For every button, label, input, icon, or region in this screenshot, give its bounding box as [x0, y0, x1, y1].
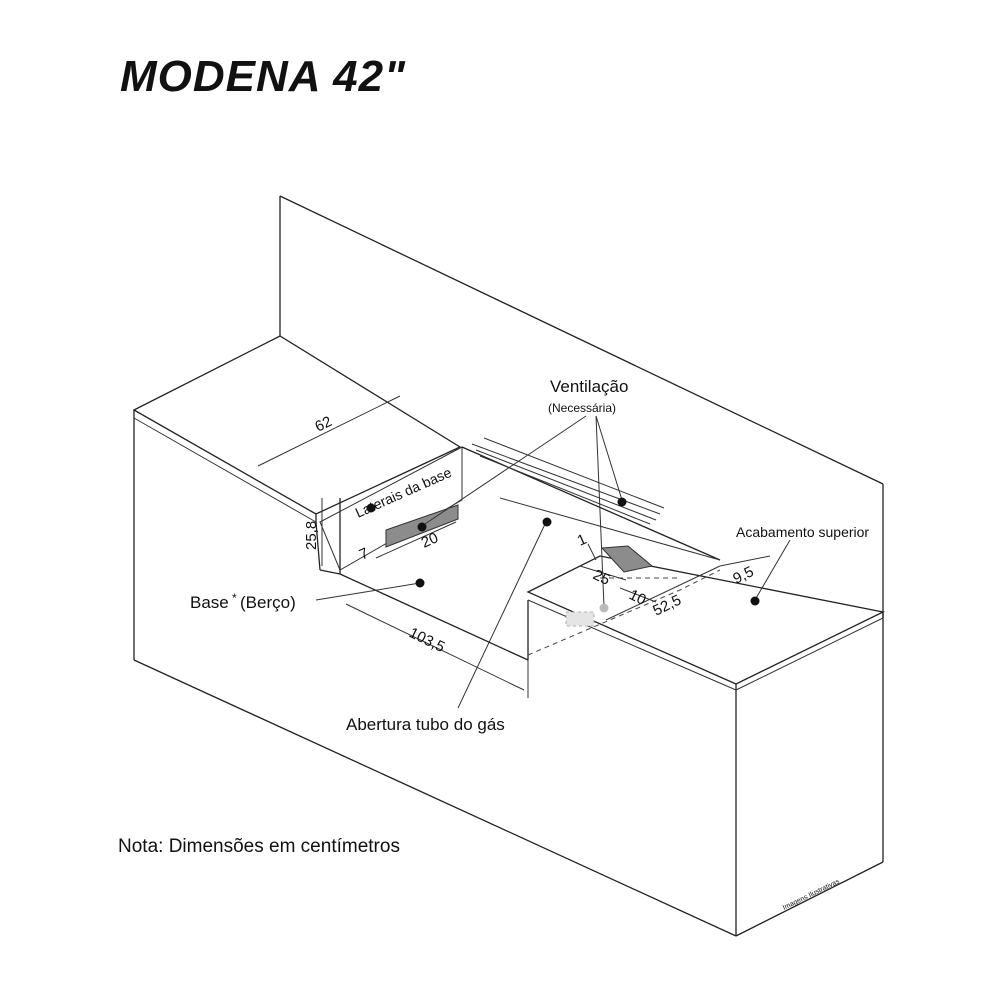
dimension-1: 1	[575, 531, 590, 550]
abertura-tubo-gas-label: Abertura tubo do gás	[346, 715, 505, 734]
ventilation-slots	[471, 437, 665, 525]
ventilation-panel	[600, 545, 654, 573]
diagram-title: MODENA 42"	[120, 52, 406, 101]
dimension-62: 62	[312, 413, 334, 436]
dashed-guides	[527, 569, 721, 656]
dimension-103-5: 103,5	[406, 624, 447, 656]
dimension-lines	[257, 395, 771, 698]
dimension-52-5: 52,5	[650, 592, 684, 620]
cabinet-body	[133, 418, 884, 937]
left-countertop	[132, 335, 462, 523]
dimension-25-8: 25,8	[303, 521, 320, 550]
right-countertop	[526, 555, 886, 691]
imagens-ilustrativas-label: Imagens Ilustrativas	[782, 878, 841, 912]
ventilacao-label: Ventilação	[550, 377, 628, 396]
dimension-7: 7	[357, 545, 372, 564]
base-label: Base	[190, 593, 229, 612]
back-wall	[279, 195, 884, 612]
berco-label: (Berço)	[240, 593, 296, 612]
acabamento-superior-label: Acabamento superior	[736, 524, 869, 540]
necessaria-label: (Necessária)	[548, 401, 616, 415]
leader-lines	[315, 415, 791, 709]
cooktop-niche	[319, 446, 721, 661]
dimension-25: 25	[590, 566, 612, 589]
dimension-10: 10	[626, 586, 648, 609]
dimensions-note: Nota: Dimensões em centímetros	[118, 836, 400, 857]
callout-dots	[366, 497, 760, 613]
dimension-20: 20	[419, 529, 441, 551]
base-asterisk: *	[232, 591, 237, 605]
dimension-9-5: 9,5	[730, 563, 756, 587]
